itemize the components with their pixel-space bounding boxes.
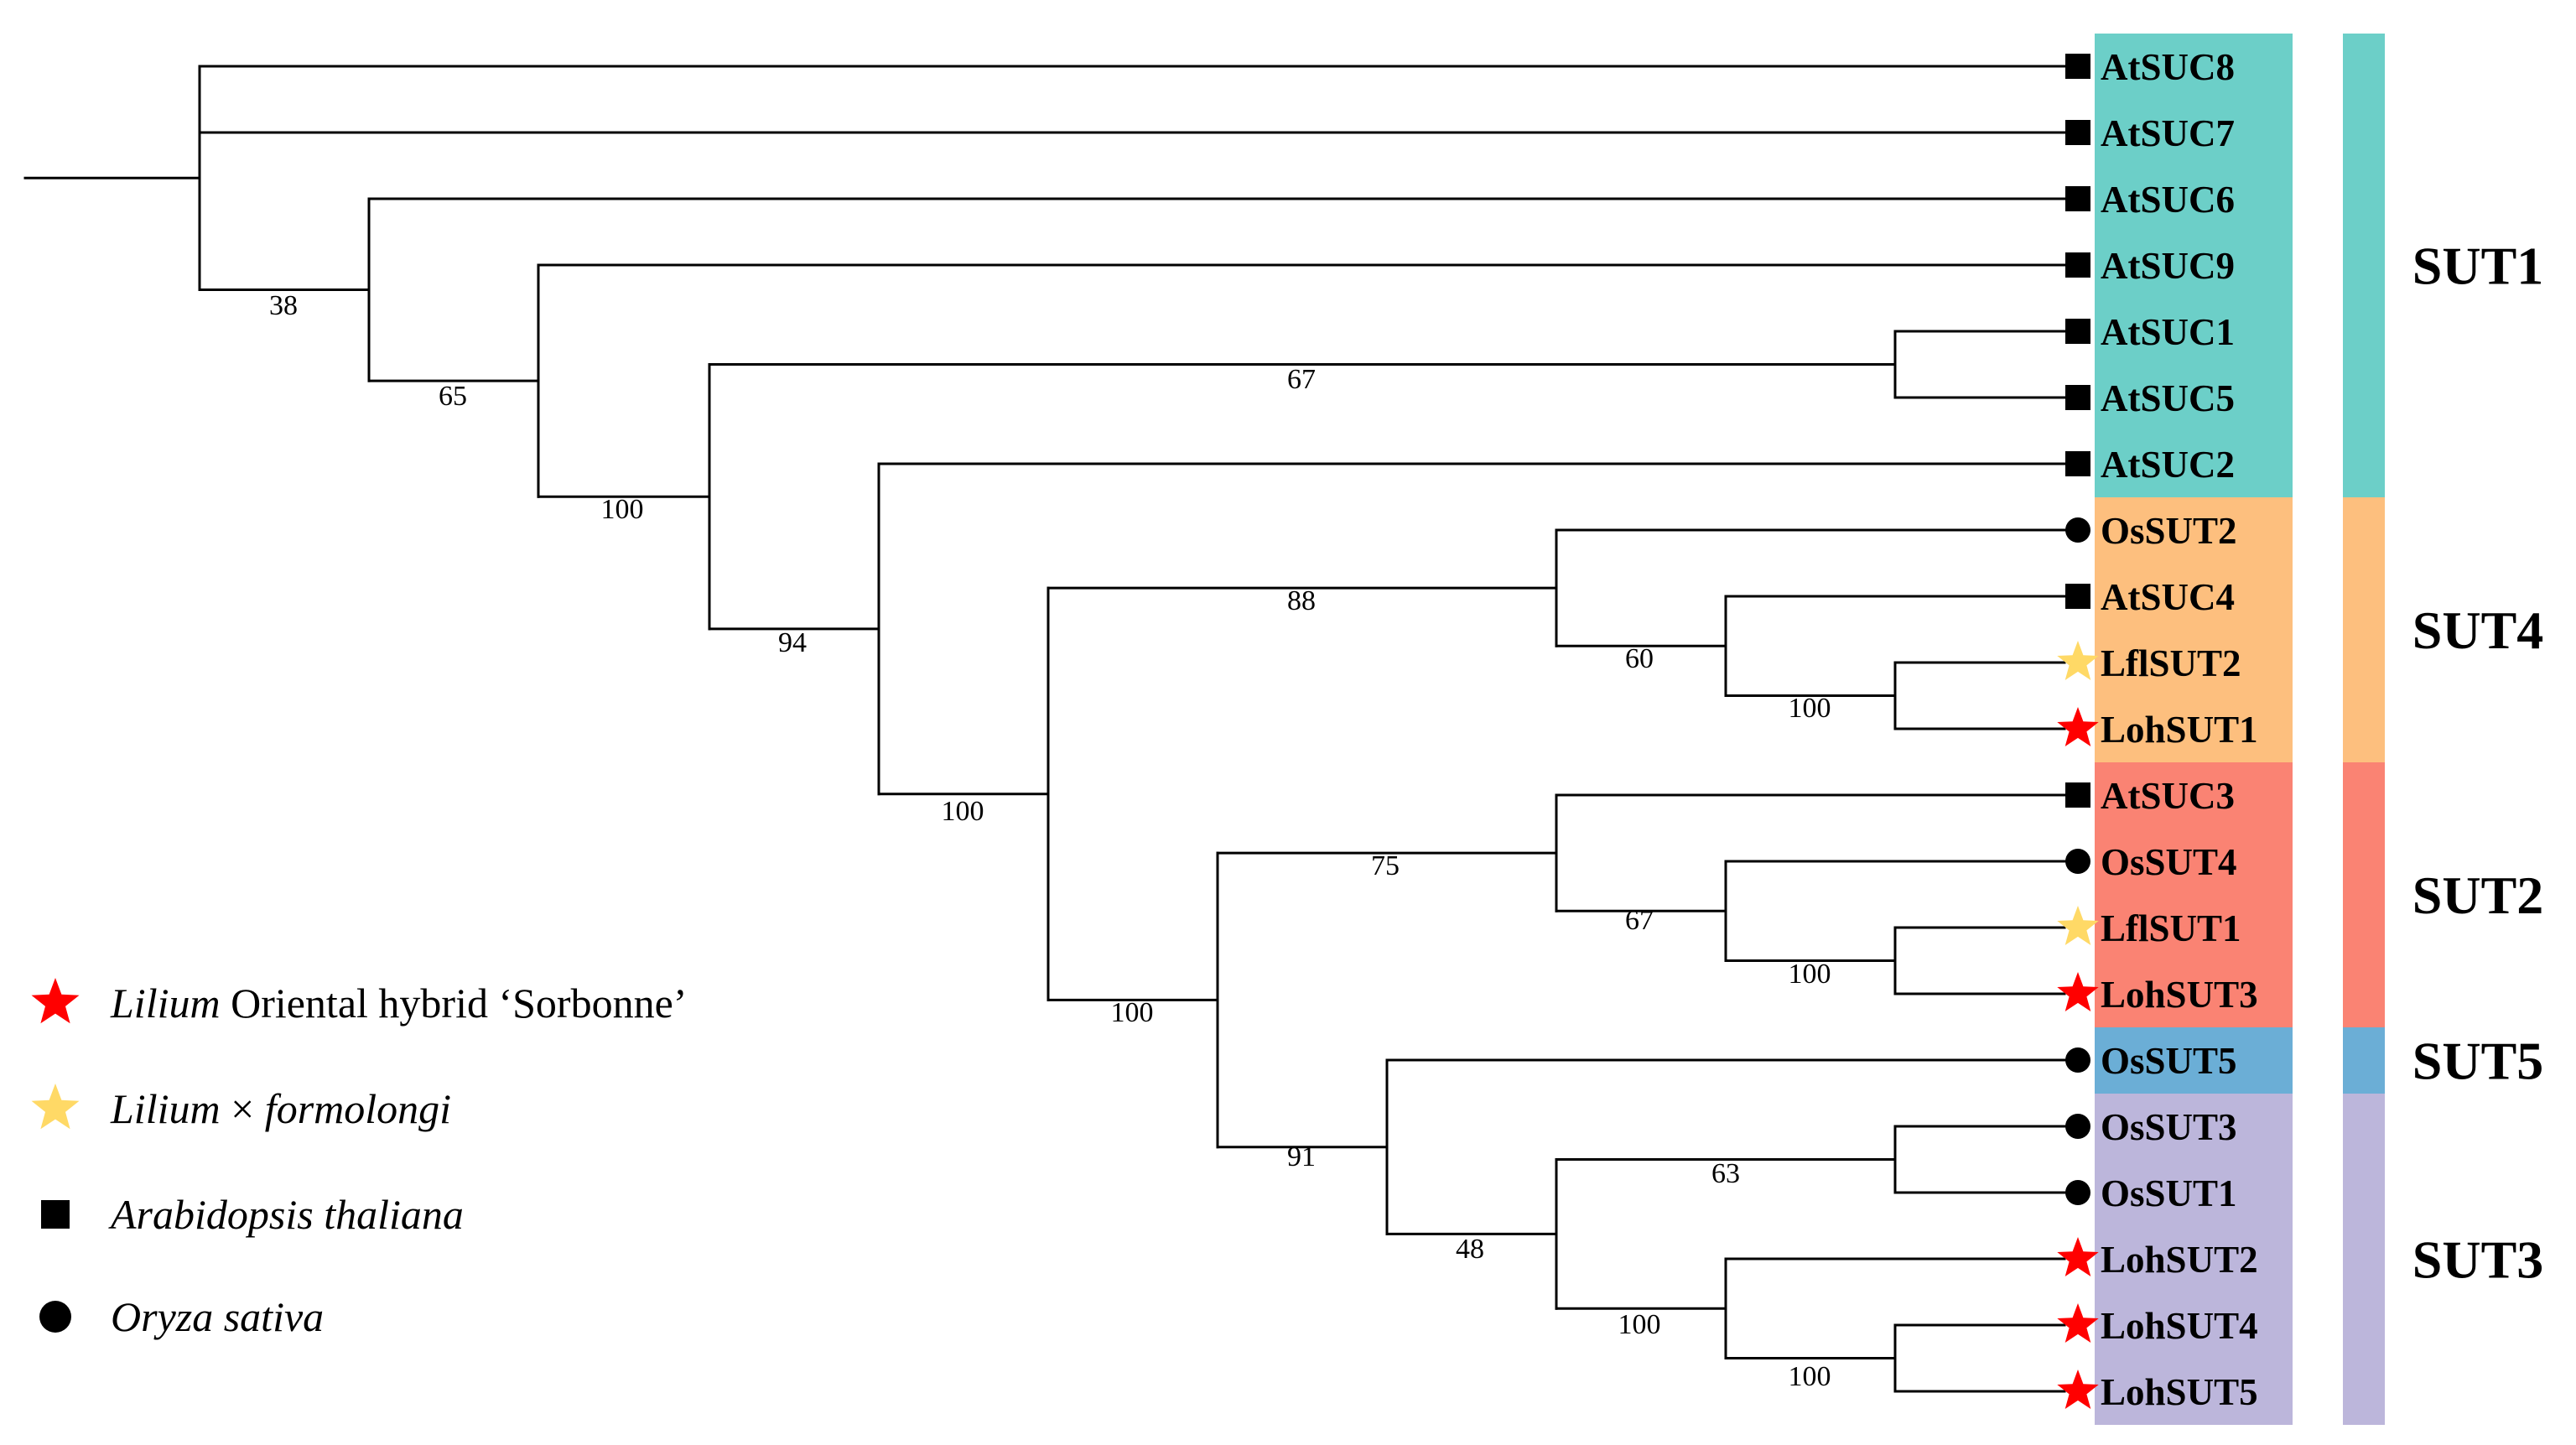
- bootstrap-value: 100: [1111, 997, 1154, 1028]
- group-bar-sut4: [2343, 497, 2385, 762]
- bootstrap-value: 100: [942, 796, 984, 827]
- leaf-label: AtSUC8: [2101, 46, 2235, 88]
- red-star-icon: [31, 978, 80, 1024]
- leaf-label: AtSUC6: [2101, 179, 2235, 221]
- leaf-label: AtSUC2: [2101, 444, 2235, 486]
- bootstrap-value: 63: [1711, 1158, 1740, 1189]
- clade-band-sut4: [2095, 497, 2293, 762]
- tree-branches: [23, 65, 2066, 1393]
- clade-band-sut1: [2095, 34, 2293, 497]
- clade-background-bands: [2095, 34, 2293, 1425]
- group-label-sut2: SUT2: [2412, 865, 2544, 925]
- yellow-star-icon: [2057, 641, 2099, 680]
- legend-text-part: ×: [221, 1085, 265, 1132]
- leaf-label: OsSUT5: [2101, 1040, 2237, 1082]
- leaf-label: AtSUC4: [2101, 576, 2235, 618]
- square-icon: [2065, 120, 2090, 145]
- legend-italic: Arabidopsis thaliana: [108, 1191, 464, 1238]
- bootstrap-value: 94: [778, 627, 807, 658]
- leaf-label: AtSUC5: [2101, 377, 2235, 419]
- red-star-icon: [2057, 1237, 2099, 1276]
- circle-icon: [39, 1301, 71, 1333]
- square-icon: [2065, 782, 2090, 808]
- bootstrap-value: 65: [439, 381, 467, 412]
- circle-icon: [2065, 517, 2090, 543]
- species-legend: Lilium Oriental hybrid ‘Sorbonne’Lilium …: [39, 980, 687, 1340]
- bootstrap-value: 38: [269, 290, 298, 321]
- group-label-sut5: SUT5: [2412, 1032, 2544, 1091]
- clade-band-sut3: [2095, 1094, 2293, 1425]
- leaf-label: LflSUT1: [2101, 907, 2241, 949]
- group-bar-sut3: [2343, 1094, 2385, 1425]
- legend-italic: Lilium: [110, 980, 221, 1027]
- circle-icon: [2065, 1180, 2090, 1205]
- legend-entry: Lilium × formolongi: [110, 1085, 451, 1132]
- bootstrap-value: 67: [1625, 905, 1654, 936]
- yellow-star-icon: [31, 1084, 80, 1130]
- group-label-sut1: SUT1: [2412, 237, 2544, 296]
- leaf-label: LohSUT1: [2101, 709, 2258, 751]
- leaf-label: AtSUC1: [2101, 311, 2235, 353]
- legend-entry: Lilium Oriental hybrid ‘Sorbonne’: [110, 980, 687, 1027]
- group-bar-sut2: [2343, 762, 2385, 1027]
- bootstrap-value: 100: [1789, 959, 1831, 990]
- leaf-label: OsSUT4: [2101, 841, 2237, 883]
- leaf-label: LohSUT3: [2101, 974, 2258, 1016]
- bootstrap-value: 100: [1789, 1361, 1831, 1392]
- leaf-labels: AtSUC8AtSUC7AtSUC6AtSUC9AtSUC1AtSUC5AtSU…: [2101, 46, 2258, 1413]
- bootstrap-value: 48: [1456, 1234, 1484, 1265]
- clade-band-sut2: [2095, 762, 2293, 1027]
- bootstrap-value: 67: [1287, 364, 1316, 395]
- leaf-label: OsSUT3: [2101, 1106, 2237, 1148]
- bootstrap-value: 100: [1618, 1309, 1661, 1340]
- legend-italic: Lilium: [110, 1085, 221, 1132]
- square-icon: [2065, 584, 2090, 609]
- group-color-bars: [2343, 34, 2385, 1425]
- group-bar-sut5: [2343, 1027, 2385, 1094]
- leaf-label: OsSUT1: [2101, 1172, 2237, 1214]
- red-star-icon: [2057, 1370, 2099, 1409]
- bootstrap-value: 91: [1287, 1141, 1316, 1172]
- group-bar-sut1: [2343, 34, 2385, 497]
- leaf-label: LohSUT2: [2101, 1239, 2258, 1281]
- circle-icon: [2065, 1114, 2090, 1139]
- circle-icon: [2065, 1047, 2090, 1073]
- bootstrap-value: 60: [1625, 643, 1654, 674]
- group-label-sut4: SUT4: [2412, 600, 2544, 660]
- square-icon: [2065, 319, 2090, 344]
- square-icon: [41, 1200, 70, 1229]
- bootstrap-values: 38 65 67 100 94 88 60 100 100 75 67 100 100 91 63 48 100…: [269, 290, 1831, 1392]
- red-star-icon: [2057, 707, 2099, 746]
- legend-text-part: Oriental hybrid ‘Sorbonne’: [221, 980, 688, 1027]
- red-star-icon: [2057, 1303, 2099, 1343]
- leaf-label: AtSUC9: [2101, 245, 2235, 287]
- square-icon: [2065, 451, 2090, 476]
- leaf-label: LohSUT4: [2101, 1305, 2258, 1347]
- legend-entry: Arabidopsis thaliana: [108, 1191, 464, 1238]
- leaf-label: OsSUT2: [2101, 510, 2237, 552]
- yellow-star-icon: [2057, 906, 2099, 945]
- legend-entry: Oryza sativa: [111, 1293, 324, 1340]
- circle-icon: [2065, 849, 2090, 874]
- red-star-icon: [2057, 972, 2099, 1011]
- bootstrap-value: 100: [601, 494, 644, 525]
- clade-band-sut5: [2095, 1027, 2293, 1094]
- bootstrap-value: 75: [1371, 850, 1400, 881]
- leaf-label: LflSUT2: [2101, 642, 2241, 684]
- legend-italic: Oryza sativa: [111, 1293, 324, 1340]
- leaf-label: AtSUC3: [2101, 775, 2235, 817]
- group-label-sut3: SUT3: [2412, 1230, 2544, 1290]
- species-markers: [31, 54, 2099, 1409]
- leaf-label: AtSUC7: [2101, 112, 2235, 154]
- legend-italic: formolongi: [265, 1085, 451, 1132]
- square-icon: [2065, 186, 2090, 211]
- square-icon: [2065, 252, 2090, 278]
- leaf-label: LohSUT5: [2101, 1371, 2258, 1413]
- bootstrap-value: 100: [1789, 693, 1831, 724]
- square-icon: [2065, 385, 2090, 410]
- bootstrap-value: 88: [1287, 585, 1316, 616]
- square-icon: [2065, 54, 2090, 79]
